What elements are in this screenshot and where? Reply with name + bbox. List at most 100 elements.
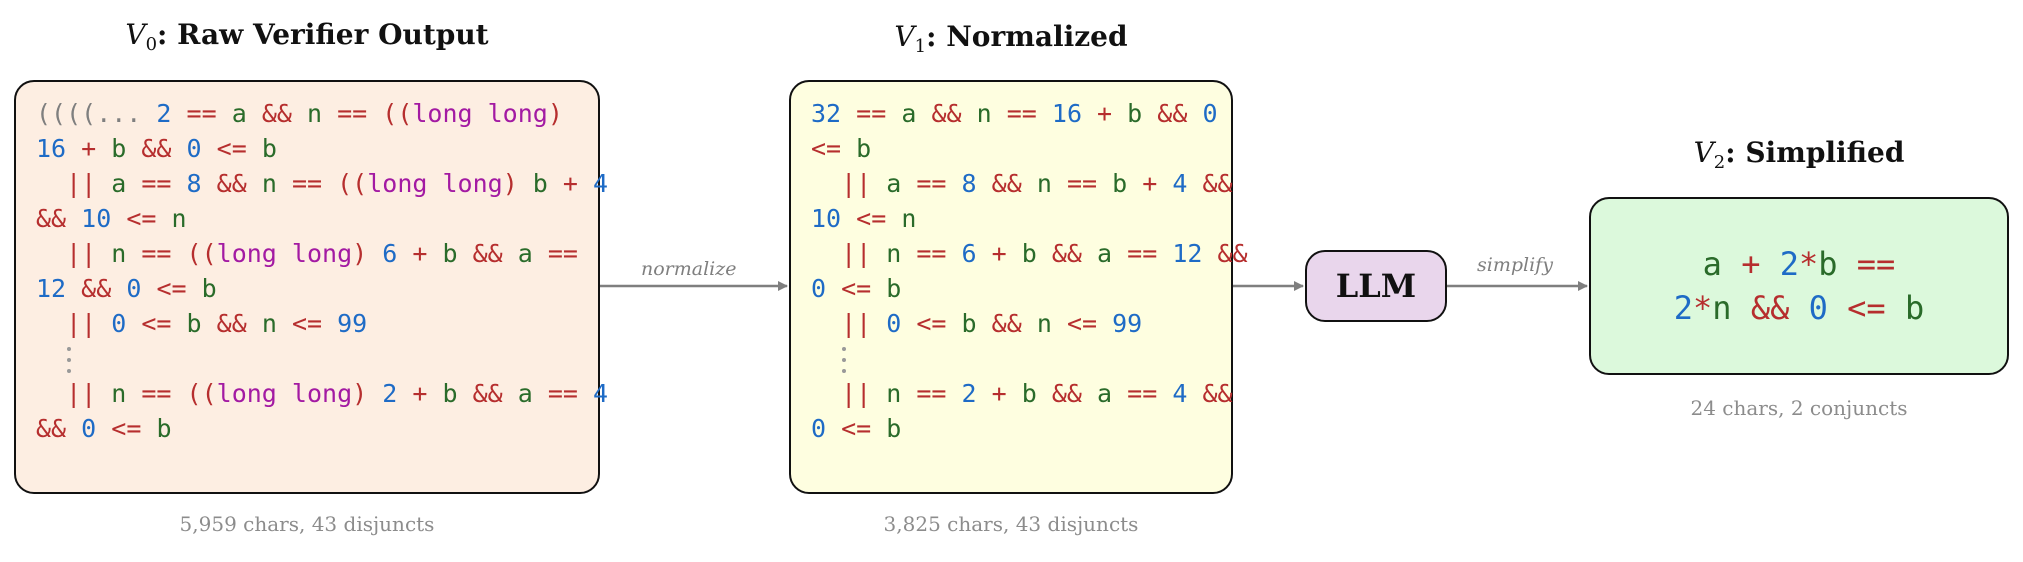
code-line: <= b	[811, 131, 1231, 166]
code-token: 0	[886, 309, 902, 338]
code-token: b	[1818, 245, 1838, 283]
code-token: <=	[1051, 309, 1113, 338]
code-token: a	[1702, 245, 1722, 283]
code-token: n	[306, 99, 323, 128]
code-line: || n == 2 + b && a == 4 &&	[811, 376, 1232, 411]
code-token: 8	[186, 169, 202, 198]
code-token: 0	[811, 414, 827, 443]
code-line: 12 && 0 <= b	[36, 271, 598, 306]
code-token: n	[1712, 289, 1732, 327]
code-token: n	[171, 204, 187, 233]
code-token: <=	[276, 309, 338, 338]
code-token: &&	[1187, 169, 1233, 198]
code-line: 0 <= b	[811, 271, 1231, 306]
ellipsis-dot	[67, 347, 71, 351]
code-token: ||	[36, 169, 112, 198]
code-line: || a == 8 && n == b + 4 &&	[811, 166, 1233, 201]
simplified-title: V2: Simplified	[1693, 136, 1905, 173]
code-token: &&	[66, 274, 127, 303]
code-line: || 0 <= b && n <= 99	[811, 306, 1231, 341]
code-token: ==	[1112, 379, 1173, 408]
code-token: +	[1082, 99, 1128, 128]
code-token: 4	[593, 379, 609, 408]
simplified-panel: a + 2*b ==2*n && 0 <= b	[1589, 197, 2009, 375]
code-token: ==	[126, 169, 187, 198]
code-token: +	[66, 134, 112, 163]
code-token: &&	[1731, 289, 1809, 327]
code-token: b	[1112, 169, 1128, 198]
code-line: 0 <= b	[811, 411, 1231, 446]
code-token: &&	[457, 239, 518, 268]
code-token: )	[352, 379, 383, 408]
code-token: *	[1693, 289, 1713, 327]
code-token: &&	[201, 169, 262, 198]
code-token: <=	[1827, 289, 1905, 327]
normalized-code: 32 == a && n == 16 + b && 0<= b || a == …	[791, 82, 1248, 446]
code-token: +	[976, 379, 1022, 408]
code-token: ==	[322, 99, 383, 128]
code-token: 2	[382, 379, 398, 408]
code-token: a	[231, 99, 247, 128]
ellipsis-vertical	[811, 341, 1231, 376]
code-token: n	[976, 99, 992, 128]
code-token: ==	[276, 169, 338, 198]
code-token: b	[156, 414, 172, 443]
code-token: 0	[1202, 99, 1218, 128]
code-token: +	[1127, 169, 1173, 198]
code-token: <=	[841, 204, 902, 233]
code-token: ==	[991, 99, 1052, 128]
code-line: || n == ((long long) 2 + b && a == 4	[36, 376, 608, 411]
code-token: *	[1798, 245, 1819, 283]
raw-output-title: V0: Raw Verifier Output	[125, 18, 489, 55]
code-line: && 0 <= b	[36, 411, 598, 446]
code-token: a	[1097, 379, 1113, 408]
code-line: ((((... 2 == a && n == ((long long)	[36, 96, 598, 131]
code-token: long long	[412, 99, 548, 128]
code-token: &&	[976, 309, 1037, 338]
code-token: ((	[186, 379, 217, 408]
code-token: 2	[1673, 289, 1694, 327]
code-token: &&	[126, 134, 187, 163]
code-token: 32	[811, 99, 842, 128]
code-line: 32 == a && n == 16 + b && 0	[811, 96, 1231, 131]
code-token: a	[517, 379, 533, 408]
ellipsis-dot	[67, 369, 71, 373]
code-token: ((	[382, 99, 413, 128]
code-token: &&	[201, 309, 262, 338]
code-token: b	[111, 134, 127, 163]
code-token: ||	[811, 239, 887, 268]
code-token: long long	[216, 379, 353, 408]
code-token: n	[111, 239, 127, 268]
code-token: ||	[36, 309, 112, 338]
code-token: ((((...	[36, 99, 157, 128]
code-token: +	[1721, 245, 1780, 283]
raw-output-caption: 5,959 chars, 43 disjuncts	[179, 512, 435, 536]
code-token: b	[442, 379, 458, 408]
code-token: ==	[532, 239, 578, 268]
ellipsis-dot	[842, 358, 846, 362]
code-line: && 10 <= n	[36, 201, 598, 236]
code-line: a + 2*b ==	[1674, 242, 1924, 286]
llm-node: LLM	[1305, 250, 1447, 322]
code-token: ((	[186, 239, 217, 268]
code-token: ==	[1837, 245, 1896, 283]
code-token: a	[111, 169, 127, 198]
code-token: b	[1021, 379, 1037, 408]
code-token: 2	[1779, 245, 1799, 283]
code-token: b	[961, 309, 977, 338]
code-token: &&	[1142, 99, 1203, 128]
code-token: b	[1127, 99, 1143, 128]
code-token: )	[502, 169, 518, 198]
code-token: &&	[1036, 379, 1098, 408]
code-token: 12	[1172, 239, 1203, 268]
code-token: 4	[593, 169, 609, 198]
normalized-title: V1: Normalized	[894, 20, 1128, 57]
code-token: b	[1904, 289, 1925, 327]
code-token: ||	[36, 379, 112, 408]
code-token: b	[442, 239, 458, 268]
code-token: &&	[1036, 239, 1098, 268]
code-token: n	[886, 379, 902, 408]
raw-output-panel: ((((... 2 == a && n == ((long long)16 + …	[14, 80, 608, 494]
code-token: <=	[111, 204, 172, 233]
ellipsis-dot	[67, 358, 71, 362]
